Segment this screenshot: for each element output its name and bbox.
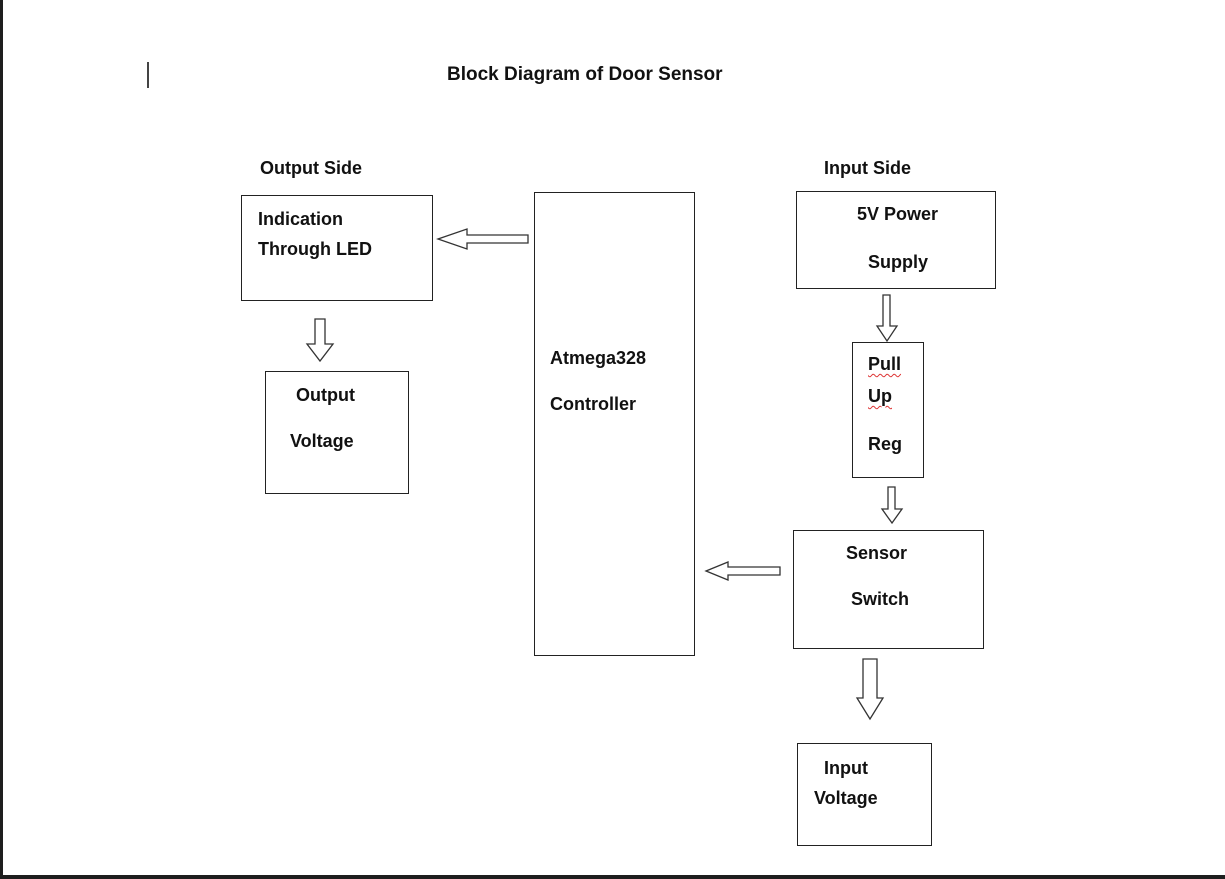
block-label: Input: [824, 758, 868, 778]
block-label: Voltage: [290, 431, 354, 451]
power-supply-block: 5V Power Supply: [796, 191, 996, 289]
block-label: Indication: [258, 209, 343, 229]
block-label: Supply: [868, 252, 929, 272]
output-side-label: Output Side: [260, 158, 362, 178]
block-label: Up: [868, 386, 892, 406]
block-label: Voltage: [814, 788, 878, 808]
block-label: Sensor: [846, 543, 908, 563]
arrow-down-icon: [855, 658, 885, 721]
arrow-down-icon: [880, 486, 904, 525]
pull-up-reg-block: Pull Up Reg: [852, 342, 924, 478]
input-side-label: Input Side: [824, 158, 911, 178]
input-voltage-block: Input Voltage: [797, 743, 932, 846]
block-label: Through LED: [258, 239, 372, 259]
block-label: 5V Power: [857, 204, 939, 224]
arrow-left-icon: [436, 228, 529, 250]
arrow-down-icon: [875, 294, 899, 343]
block-label: Pull: [868, 354, 902, 374]
block-label: Output: [296, 385, 355, 405]
block-label: Atmega328: [550, 348, 647, 368]
text-cursor: [147, 62, 149, 88]
sensor-switch-block: Sensor Switch: [793, 530, 984, 649]
diagram-title: Block Diagram of Door Sensor: [447, 64, 723, 85]
document-page: Block Diagram of Door Sensor Output Side…: [3, 0, 1225, 875]
block-label: Switch: [851, 589, 910, 609]
arrow-down-icon: [305, 318, 335, 363]
block-label: Controller: [550, 394, 637, 414]
block-label: Reg: [868, 434, 903, 454]
indication-led-block: Indication Through LED: [241, 195, 433, 301]
arrow-left-icon: [704, 561, 781, 581]
output-voltage-block: Output Voltage: [265, 371, 409, 494]
controller-block: Atmega328 Controller: [534, 192, 695, 656]
